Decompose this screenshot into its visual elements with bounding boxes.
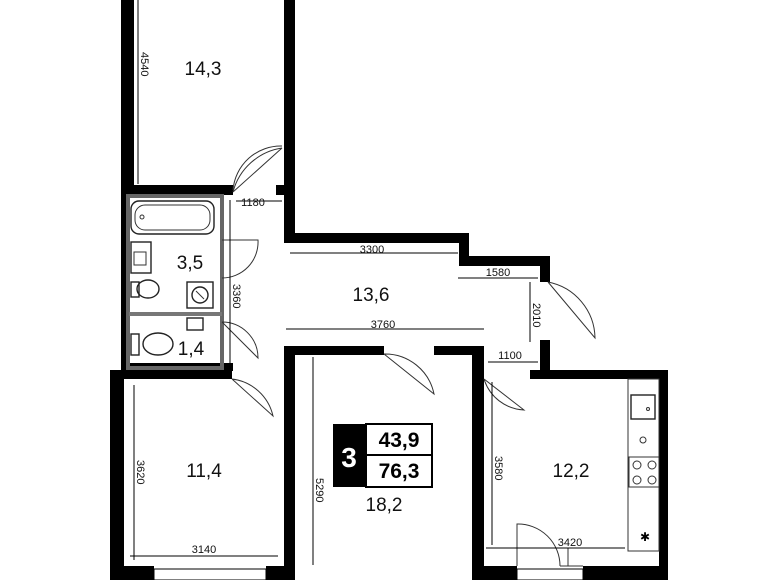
dim-1180: 1180 xyxy=(241,197,265,209)
kitchen-sink-icon xyxy=(630,394,656,420)
dim-3140: 3140 xyxy=(192,544,216,556)
kitchen-fixtures: ✱ xyxy=(627,378,660,552)
doors xyxy=(221,145,596,567)
bathroom-outline xyxy=(126,194,224,370)
dim-3760: 3760 xyxy=(371,319,395,331)
dim-5290: 5290 xyxy=(313,478,325,502)
badge-room-count: 3 xyxy=(341,442,357,473)
window-left-bedroom xyxy=(153,568,267,580)
room-area-bedroom-left: 11,4 xyxy=(186,461,222,482)
dim-3620: 3620 xyxy=(134,460,146,484)
room-area-corridor: 13,6 xyxy=(353,285,390,306)
room-area-toilet: 1,4 xyxy=(178,339,205,360)
washing-machine-icon xyxy=(186,281,214,309)
dim-4540: 4540 xyxy=(138,52,150,76)
badge-total-area: 76,3 xyxy=(379,460,420,483)
bathroom-fixtures xyxy=(126,194,224,370)
sink-icon xyxy=(130,241,152,274)
room-area-bathroom: 3,5 xyxy=(177,253,203,274)
room-area-kitchen: 12,2 xyxy=(553,461,590,482)
dim-2010: 2010 xyxy=(530,303,542,327)
badge-living-area: 43,9 xyxy=(379,429,420,452)
dim-1100: 1100 xyxy=(498,350,522,362)
toilet-sink-icon xyxy=(186,317,204,331)
fridge-icon: ✱ xyxy=(640,530,650,544)
dim-3420: 3420 xyxy=(558,537,582,549)
stove-icon xyxy=(628,456,660,488)
wc-toilet-icon xyxy=(130,332,174,356)
toilet-icon xyxy=(130,279,160,299)
dim-3300: 3300 xyxy=(360,244,384,256)
room-area-living-room: 18,2 xyxy=(366,495,403,516)
dim-3360: 3360 xyxy=(230,284,242,308)
dim-1580: 1580 xyxy=(486,267,510,279)
badge-rooms-box xyxy=(333,424,366,487)
bathtub-icon xyxy=(130,200,215,235)
window-kitchen xyxy=(516,568,584,580)
apartment-badge: 3 43,9 76,3 xyxy=(333,423,433,488)
room-area-bedroom-top: 14,3 xyxy=(185,59,222,80)
dim-3580: 3580 xyxy=(492,456,504,480)
dimension-lines xyxy=(130,0,625,565)
